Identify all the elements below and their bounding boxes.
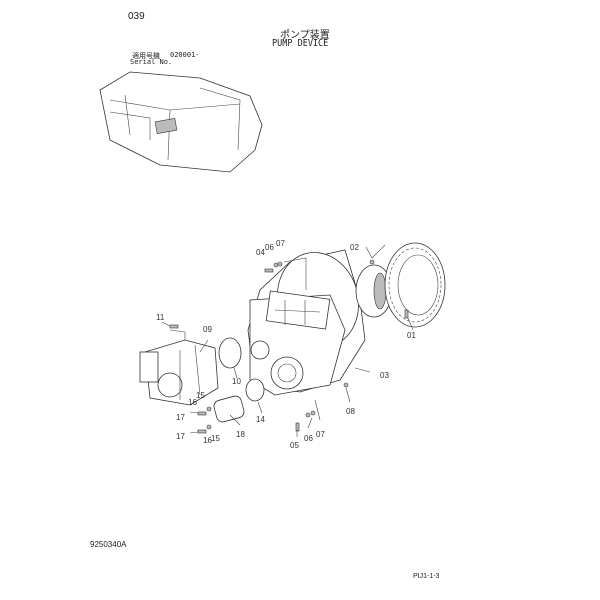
- o-ring-14: [245, 378, 265, 402]
- gear-pump: [213, 395, 245, 423]
- flywheel-housing-ring: [384, 242, 446, 328]
- part-label: 15: [196, 391, 205, 400]
- part-label: 01: [407, 331, 416, 340]
- part-label: 16: [188, 398, 197, 407]
- part-label: 15: [211, 434, 220, 443]
- hydraulic-pump: [139, 339, 219, 406]
- part-label: 17: [176, 432, 185, 441]
- title-japanese: ポンプ装置: [280, 30, 330, 41]
- serial-value: 020001-: [170, 51, 200, 59]
- part-label: 17: [176, 413, 185, 422]
- part-label: 07: [316, 430, 325, 439]
- part-label: 06: [265, 243, 274, 252]
- part-label: 16: [203, 436, 212, 445]
- part-label: 11: [156, 313, 165, 322]
- bolts: [169, 259, 409, 434]
- title-english: PUMP DEVICE: [272, 38, 329, 49]
- page-number: 039: [128, 11, 145, 22]
- part-label: 08: [346, 407, 355, 416]
- part-label: 10: [232, 377, 241, 386]
- part-label: 04: [256, 248, 265, 257]
- part-label: 18: [236, 430, 245, 439]
- o-ring-10: [218, 337, 242, 369]
- figure-number: 9250340A: [90, 540, 127, 549]
- serial-label-japanese: 適用号機: [132, 52, 160, 60]
- part-label: 05: [290, 441, 299, 450]
- part-label: 03: [380, 371, 389, 380]
- transmission-housing: [247, 249, 366, 396]
- part-label: 02: [350, 243, 359, 252]
- serial-label-english: Serial No.: [130, 58, 173, 66]
- part-label: 06: [304, 434, 313, 443]
- part-label: 07: [276, 239, 285, 248]
- machine-location-thumbnail: [99, 71, 263, 173]
- part-label: 09: [203, 325, 212, 334]
- page-code: PIJ1-1-3: [413, 573, 440, 580]
- part-label: 14: [256, 415, 265, 424]
- leader-lines: [161, 244, 414, 437]
